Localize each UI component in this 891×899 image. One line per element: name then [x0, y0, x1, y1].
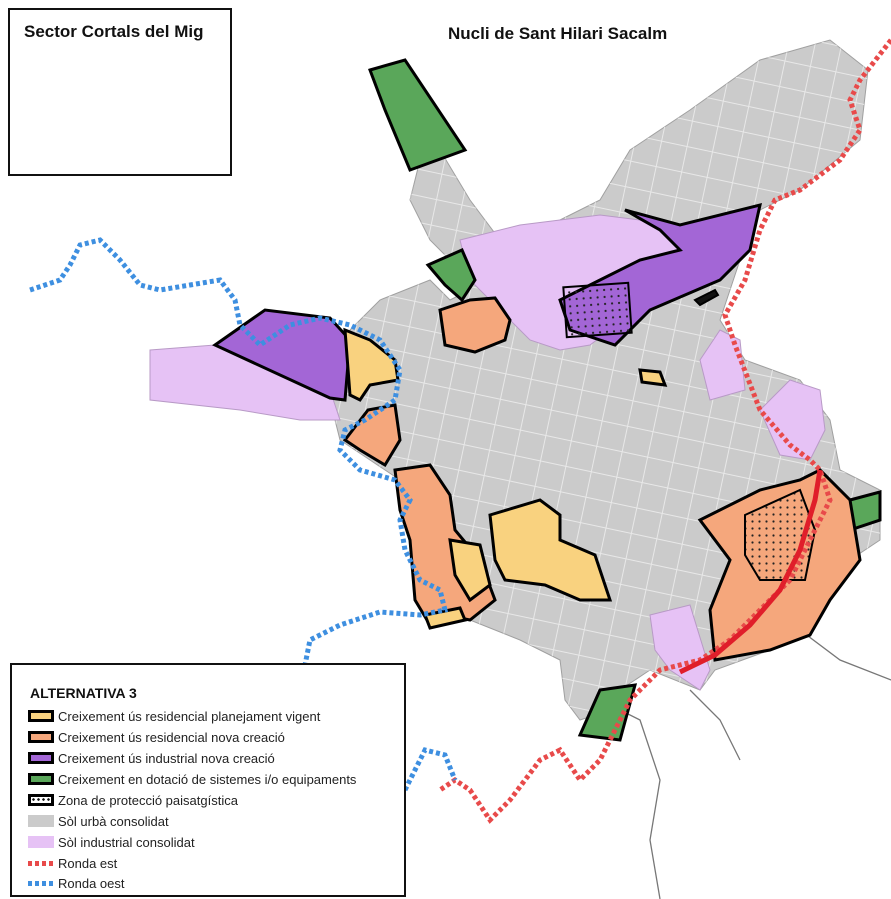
legend-label: Ronda oest [58, 875, 125, 891]
legend-item: Sòl industrial consolidat [28, 833, 195, 851]
legend-label: Sòl industrial consolidat [58, 834, 195, 850]
legend-label: Creixement ús residencial nova creació [58, 729, 285, 745]
legend-item: Creixement ús residencial nova creació [28, 728, 285, 746]
ronda-est-route [438, 38, 891, 824]
ronda-oest-route [402, 747, 458, 792]
legend-label: Sòl urbà consolidat [58, 813, 169, 829]
residential-current-swatch-icon [28, 710, 54, 722]
landscape-protection-swatch-icon [28, 794, 54, 806]
residential-new-swatch-icon [28, 731, 54, 743]
legend-item: Zona de protecció paisatgística [28, 791, 238, 809]
industrial-new-zone [693, 288, 720, 307]
legend-item: Sòl urbà consolidat [28, 812, 169, 830]
industrial-land [94, 59, 826, 691]
legend-item: Creixement en dotació de sistemes i/o eq… [28, 770, 356, 788]
legend-label: Creixement ús residencial planejament vi… [58, 708, 321, 724]
legend-label: Ronda est [58, 855, 118, 871]
map-title: Nucli de Sant Hilari Sacalm [448, 24, 668, 43]
legend-title: ALTERNATIVA 3 [30, 685, 137, 701]
industrial-new-swatch-icon [28, 752, 54, 764]
industrial-land-swatch-icon [28, 836, 54, 848]
legend-label: Creixement en dotació de sistemes i/o eq… [58, 771, 357, 787]
ronda-est-route [678, 469, 823, 675]
legend: ALTERNATIVA 3 Creixement ús residencial … [10, 663, 406, 897]
legend-label: Creixement ús industrial nova creació [58, 750, 275, 766]
legend-item: Ronda est [28, 854, 117, 872]
ronda-oest-line-icon [28, 880, 54, 886]
equipment-swatch-icon [28, 773, 54, 785]
legend-item: Creixement ús industrial nova creació [28, 749, 275, 767]
legend-item: Ronda oest [28, 874, 125, 892]
outer-road [689, 689, 741, 761]
residential-current-zone [343, 327, 668, 630]
ronda-oest-route [29, 237, 449, 666]
inset-panel: Sector Cortals del Mig [8, 8, 232, 176]
legend-item: Creixement ús residencial planejament vi… [28, 707, 320, 725]
legend-label: Zona de protecció paisatgística [58, 792, 238, 808]
inset-title: Sector Cortals del Mig [24, 22, 204, 41]
urban-land-swatch-icon [28, 815, 54, 827]
landscape-protection-zone [562, 281, 633, 339]
outer-road [799, 629, 891, 681]
ronda-est-line-icon [28, 860, 54, 866]
